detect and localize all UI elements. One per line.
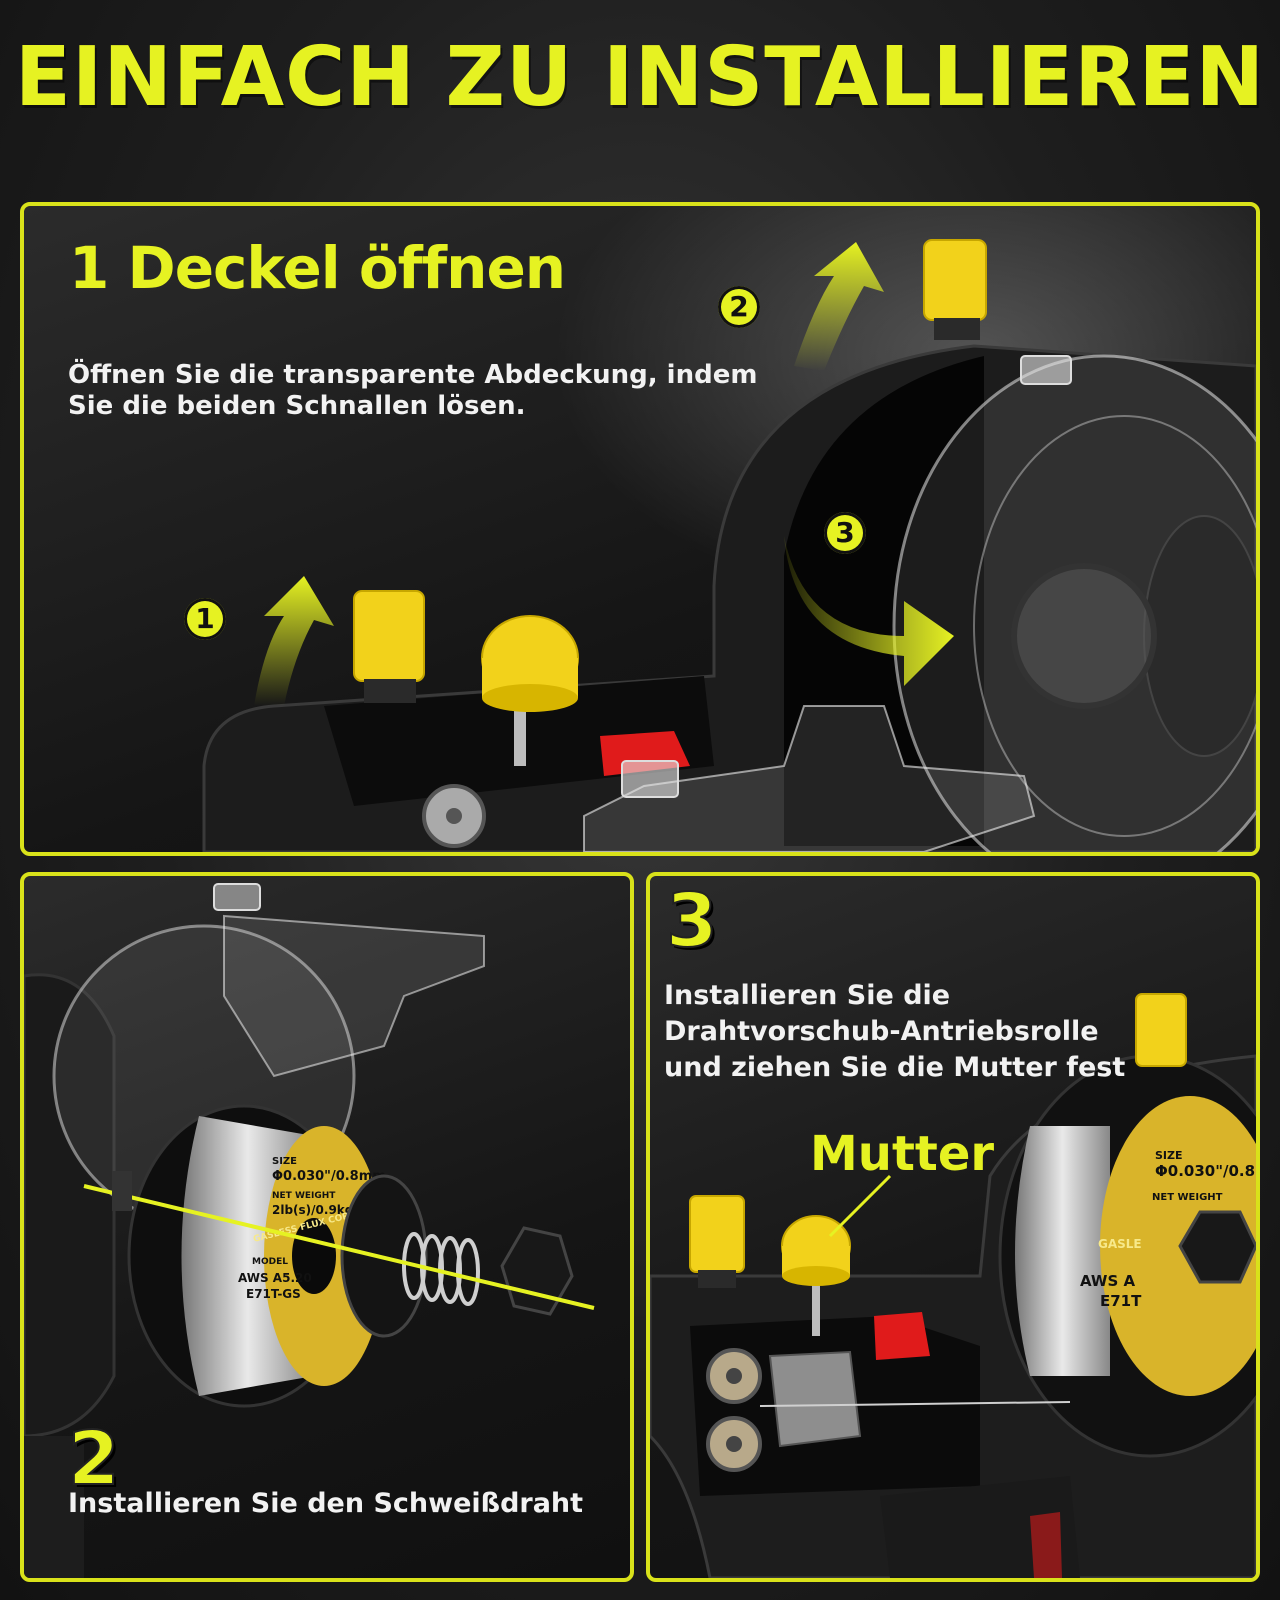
step1-heading: 1 Deckel öffnen [69,234,566,302]
spool3-size-title: SIZE [1155,1149,1183,1162]
spool-size: Φ0.030"/0.8mm [272,1169,386,1184]
step2-number: 2 [67,1415,120,1503]
step1-marker-3: 3 [824,512,866,554]
page-title: EINFACH ZU INSTALLIEREN [14,30,1266,125]
step2-panel: SIZE Φ0.030"/0.8mm NET WEIGHT 2lb(s)/0.9… [20,872,634,1582]
step1-description: Öffnen Sie die transparente Abdeckung, i… [68,360,758,421]
spool3-model: AWS A [1080,1272,1136,1290]
spool3-product: GASLE [1098,1237,1142,1251]
mutter-callout: Mutter [810,1126,995,1182]
step1-illustration [202,206,1256,852]
step1-marker-2: 2 [718,286,760,328]
step3-panel: SIZE Φ0.030"/0.8 NET WEIGHT GASLE AWS A … [646,872,1260,1582]
step2-illustration: SIZE Φ0.030"/0.8mm NET WEIGHT 2lb(s)/0.9… [24,883,595,1578]
spool-model: AWS A5.20 [238,1271,312,1285]
step1-marker-1: 1 [184,598,226,640]
step1-panel: 1 Deckel öffnen Öffnen Sie die transpare… [20,202,1260,856]
spool3-code: E71T [1100,1292,1142,1310]
step3-number: 3 [665,877,718,965]
spool-model-title: MODEL [252,1257,288,1267]
spool3-weight-title: NET WEIGHT [1152,1192,1223,1203]
spool3-size: Φ0.030"/0.8 [1155,1162,1255,1180]
spool-code: E71T-GS [246,1287,301,1301]
spool-size-title: SIZE [272,1156,297,1167]
step2-description: Installieren Sie den Schweißdraht [68,1488,584,1519]
step3-description: Installieren Sie die Drahtvorschub-Antri… [664,980,1126,1083]
spool-weight: 2lb(s)/0.9kg [272,1203,353,1217]
spool-weight-title: NET WEIGHT [272,1191,336,1201]
step3-illustration: SIZE Φ0.030"/0.8 NET WEIGHT GASLE AWS A … [650,993,1256,1578]
